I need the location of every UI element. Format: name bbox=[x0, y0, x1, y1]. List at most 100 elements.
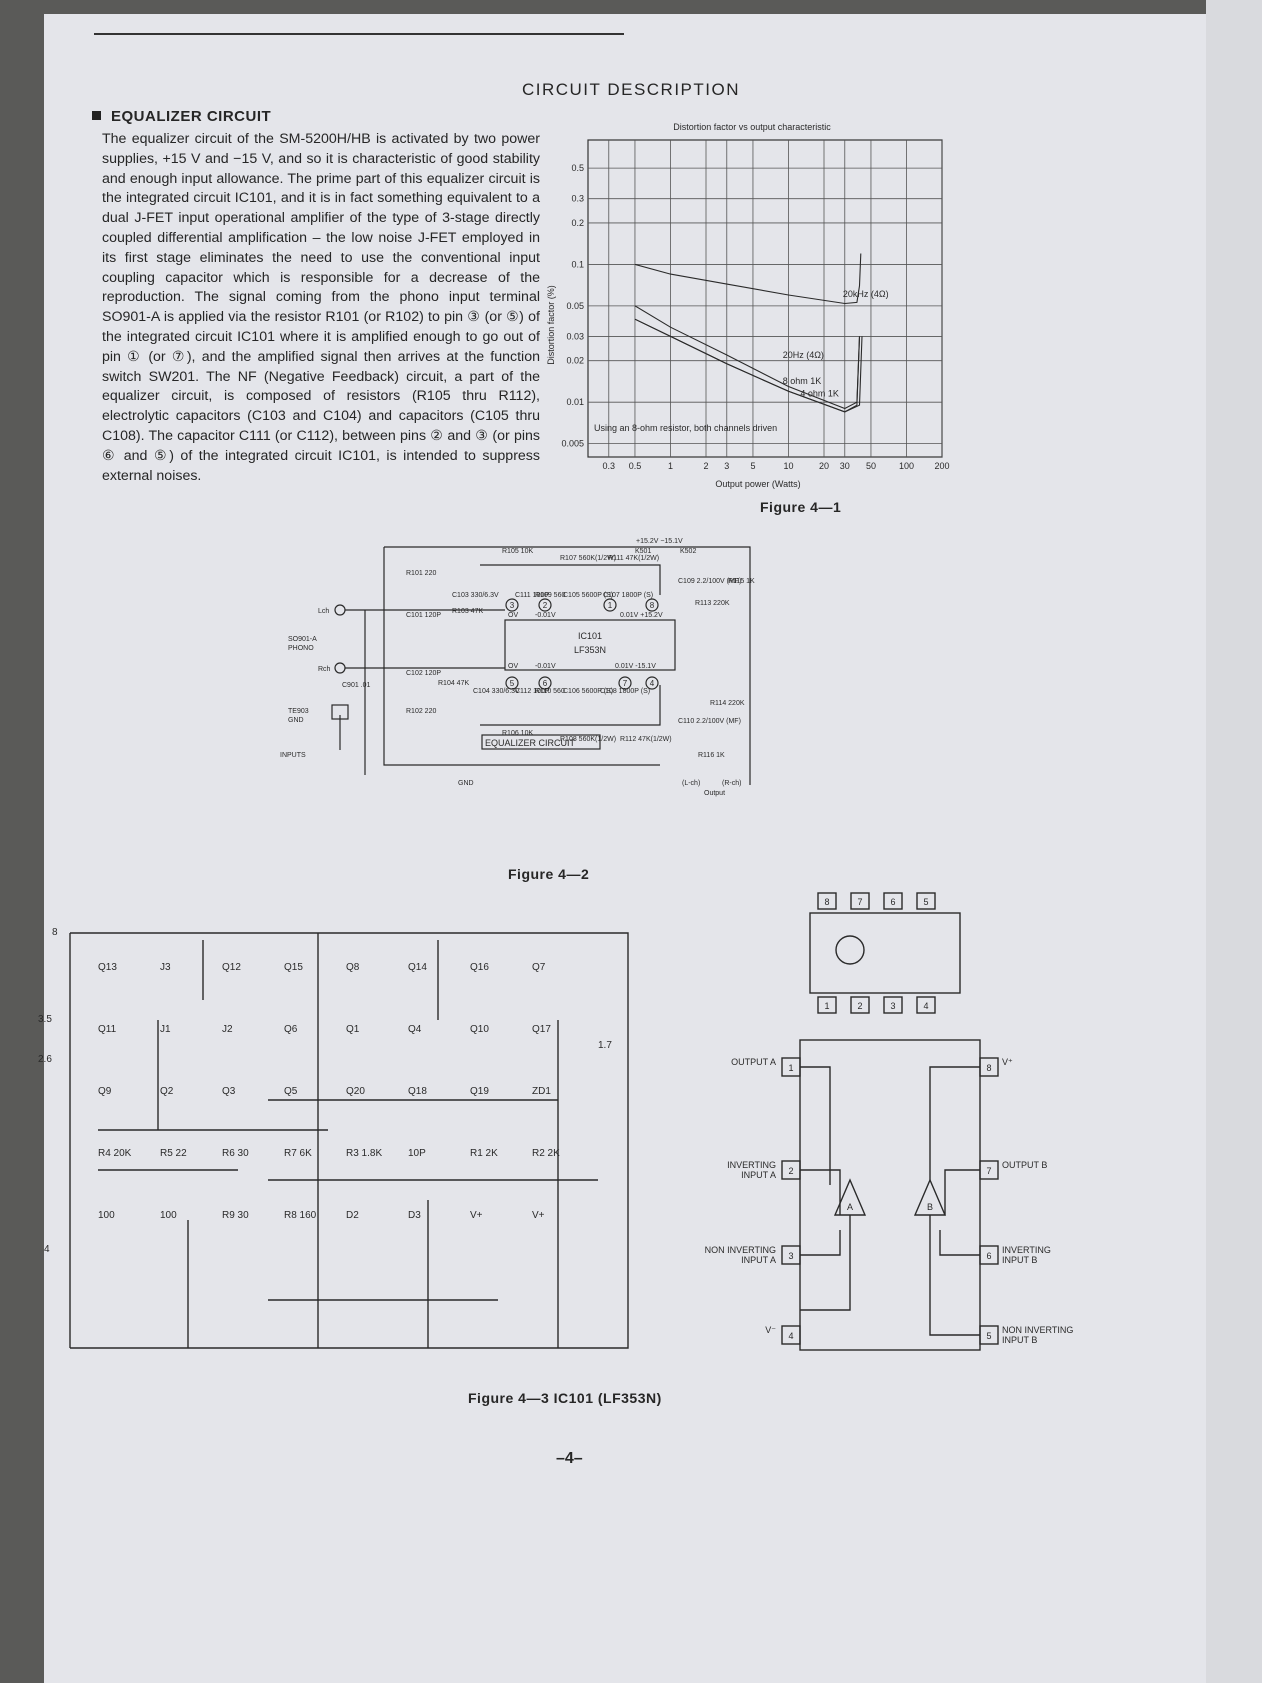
ic-component-label: Q4 bbox=[408, 1024, 422, 1035]
ic-component-label: Q16 bbox=[470, 962, 489, 973]
ic101-name: IC101 bbox=[578, 631, 602, 641]
series-label: 20kHz (4Ω) bbox=[843, 289, 889, 299]
package-pin-number: 2 bbox=[857, 1001, 862, 1011]
gnd-terminal-label: GND bbox=[288, 717, 304, 724]
top-rail-wire bbox=[384, 546, 751, 785]
supply-rail-top bbox=[70, 932, 629, 1349]
package-pin-number: 1 bbox=[824, 1001, 829, 1011]
c108-label: C108 1800P (S) bbox=[600, 688, 650, 695]
header-rule bbox=[94, 33, 624, 35]
package-body bbox=[809, 912, 961, 994]
r115-label: R115 1K bbox=[728, 578, 755, 585]
r102-label: R102 220 bbox=[406, 708, 436, 715]
te903-label: TE903 bbox=[288, 708, 309, 715]
v-top-0v: OV bbox=[508, 612, 518, 619]
y-tick-label: 0.2 bbox=[571, 218, 584, 228]
pinout-pin-label: V⁺ bbox=[1002, 1057, 1013, 1067]
ic-node-label: 4 bbox=[44, 1244, 50, 1255]
package-pin-number: 6 bbox=[890, 897, 895, 907]
figure-4-1-caption: Figure 4—1 bbox=[760, 499, 842, 515]
paper-margin bbox=[1206, 0, 1262, 1683]
so901-label: SO901-A bbox=[288, 636, 317, 643]
y-tick-label: 0.5 bbox=[571, 163, 584, 173]
r106-label: R106 10K bbox=[502, 730, 533, 737]
y-tick-label: 0.03 bbox=[566, 331, 584, 341]
pinout-pin-number: 4 bbox=[788, 1331, 793, 1341]
eq-box-label: EQUALIZER CIRCUIT bbox=[485, 738, 576, 748]
rch-jack bbox=[334, 662, 346, 674]
ic101-pin-number: 3 bbox=[510, 601, 515, 610]
r116-label: R116 1K bbox=[698, 752, 725, 759]
ic101-type: LF353N bbox=[574, 645, 606, 655]
amp-b-label: B bbox=[927, 1202, 933, 1212]
r111-label: R111 47K(1/2W) bbox=[608, 555, 659, 562]
pinout-pin-label: INVERTING bbox=[727, 1160, 776, 1170]
ic101-pin-circle bbox=[603, 598, 617, 612]
feedback-wire-top bbox=[480, 564, 661, 595]
ic101-pin-circle bbox=[645, 676, 659, 690]
pinout-pin-label: INPUT B bbox=[1002, 1335, 1037, 1345]
package-pin-box bbox=[916, 996, 936, 1014]
pinout-pin-label: INPUT B bbox=[1002, 1255, 1037, 1265]
ic-component-label: Q7 bbox=[532, 962, 546, 973]
ic101-pin-number: 7 bbox=[623, 679, 628, 688]
c110-label: C110 2.2/100V (MF) bbox=[678, 718, 741, 725]
r101-label: R101 220 bbox=[406, 570, 436, 577]
eq-box bbox=[481, 734, 601, 750]
ic-component-label: Q11 bbox=[98, 1024, 117, 1035]
r107-label: R107 560K(1/2W) bbox=[560, 555, 616, 562]
ic101-pin-number: 4 bbox=[650, 679, 655, 688]
r109-label: R109 560 bbox=[535, 592, 565, 599]
ic101-pin-circle bbox=[538, 598, 552, 612]
bullet-icon bbox=[92, 111, 101, 120]
r112-label: R112 47K(1/2W) bbox=[620, 736, 672, 743]
gnd-label: GND bbox=[458, 780, 474, 787]
rail-label: +15.2V −15.1V bbox=[636, 538, 683, 545]
x-tick-label: 1 bbox=[668, 461, 673, 471]
pinout-pin-label: INPUT A bbox=[741, 1170, 776, 1180]
ic-component-label: Q12 bbox=[222, 962, 241, 973]
ic-component-label: Q18 bbox=[408, 1086, 427, 1097]
feedback-wire-bottom bbox=[480, 685, 661, 726]
pinout-pin-number: 5 bbox=[986, 1331, 991, 1341]
ic-component-label: 100 bbox=[98, 1210, 115, 1221]
left-wire bbox=[383, 547, 660, 766]
package-pin-box bbox=[916, 892, 936, 910]
pinout-pin-label: NON INVERTING bbox=[1002, 1325, 1073, 1335]
package-pin-box bbox=[817, 996, 837, 1014]
pinout-pin-number: 3 bbox=[788, 1251, 793, 1261]
pinout-pin-label: INVERTING bbox=[1002, 1245, 1051, 1255]
c105-label: C105 5600P (S) bbox=[563, 592, 613, 599]
lch-output-label: (L-ch) bbox=[682, 780, 700, 787]
ic-component-label: 100 bbox=[160, 1210, 177, 1221]
chart-series: 20kHz (4Ω)20Hz (4Ω)8 ohm 1K4 ohm 1K bbox=[634, 253, 889, 413]
ic-component-label: R4 20K bbox=[98, 1148, 132, 1159]
figure-4-3-caption: Figure 4—3 IC101 (LF353N) bbox=[468, 1390, 662, 1406]
pinout-pin-box bbox=[979, 1245, 999, 1265]
y-tick-label: 0.01 bbox=[566, 397, 584, 407]
chart-title: Distortion factor vs output characterist… bbox=[673, 122, 831, 132]
amp-a-label: A bbox=[847, 1202, 853, 1212]
ic101-pin-circle bbox=[645, 598, 659, 612]
r104-label: R104 47K bbox=[438, 680, 469, 687]
ic-component-label: 10P bbox=[408, 1148, 426, 1159]
ic-component-label: Q8 bbox=[346, 962, 360, 973]
c109-label: C109 2.2/100V (MF) bbox=[678, 578, 741, 585]
pinout-pin-label: INPUT A bbox=[741, 1255, 776, 1265]
ic101-pin-circle bbox=[618, 676, 632, 690]
c901-label: C901 .01 bbox=[342, 682, 371, 689]
ic-component-label: Q3 bbox=[222, 1086, 236, 1097]
chart-ylabel: Distortion factor (%) bbox=[546, 285, 556, 365]
pinout-pin-box bbox=[781, 1245, 801, 1265]
ic-component-label: D3 bbox=[408, 1210, 421, 1221]
output-label: Output bbox=[704, 790, 725, 797]
package-pin-box bbox=[883, 996, 903, 1014]
ic-component-label: R3 1.8K bbox=[346, 1148, 382, 1159]
r103-label: R103 47K bbox=[452, 608, 483, 615]
